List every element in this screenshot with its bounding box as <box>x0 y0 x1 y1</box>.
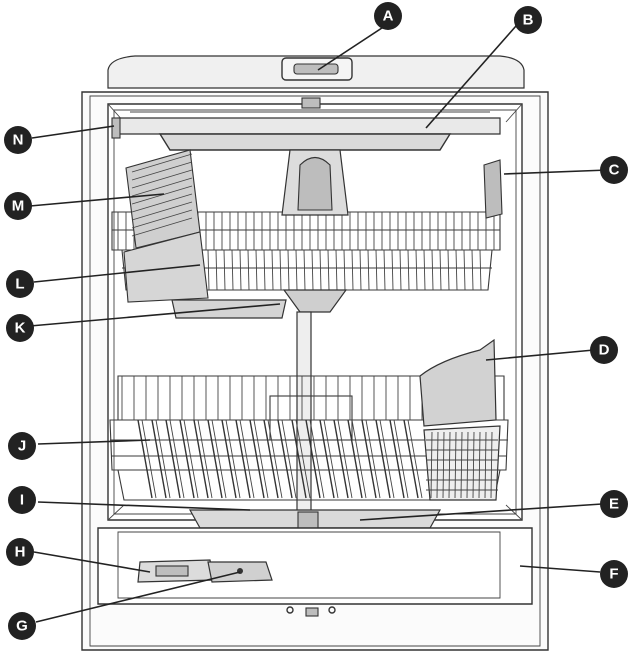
callout-h: H <box>6 538 34 566</box>
callout-n: N <box>4 126 32 154</box>
callout-h-label: H <box>15 544 26 561</box>
callout-f-label: F <box>609 566 618 583</box>
callout-l-label: L <box>15 276 24 293</box>
callout-b: B <box>514 6 542 34</box>
callout-a-label: A <box>383 8 394 25</box>
center-tube <box>297 312 311 512</box>
callout-e: E <box>600 490 628 518</box>
callout-k: K <box>6 314 34 342</box>
callout-c-label: C <box>609 162 620 179</box>
callout-b-label: B <box>523 12 534 29</box>
callout-d-label: D <box>599 342 610 359</box>
callout-k-label: K <box>15 320 26 337</box>
callout-m-label: M <box>12 198 25 215</box>
callout-d: D <box>590 336 618 364</box>
callout-j: J <box>8 432 36 460</box>
callout-m: M <box>4 192 32 220</box>
callout-c: C <box>600 156 628 184</box>
callout-g-label: G <box>16 618 28 635</box>
door-panel <box>98 528 532 616</box>
callout-n-label: N <box>13 132 24 149</box>
sump-area <box>190 510 440 528</box>
callout-a: A <box>374 2 402 30</box>
callout-g: G <box>8 612 36 640</box>
callout-f: F <box>600 560 628 588</box>
callout-l: L <box>6 270 34 298</box>
callout-i-label: I <box>20 492 24 509</box>
callout-i: I <box>8 486 36 514</box>
callout-e-label: E <box>609 496 619 513</box>
callout-j-label: J <box>18 438 26 455</box>
